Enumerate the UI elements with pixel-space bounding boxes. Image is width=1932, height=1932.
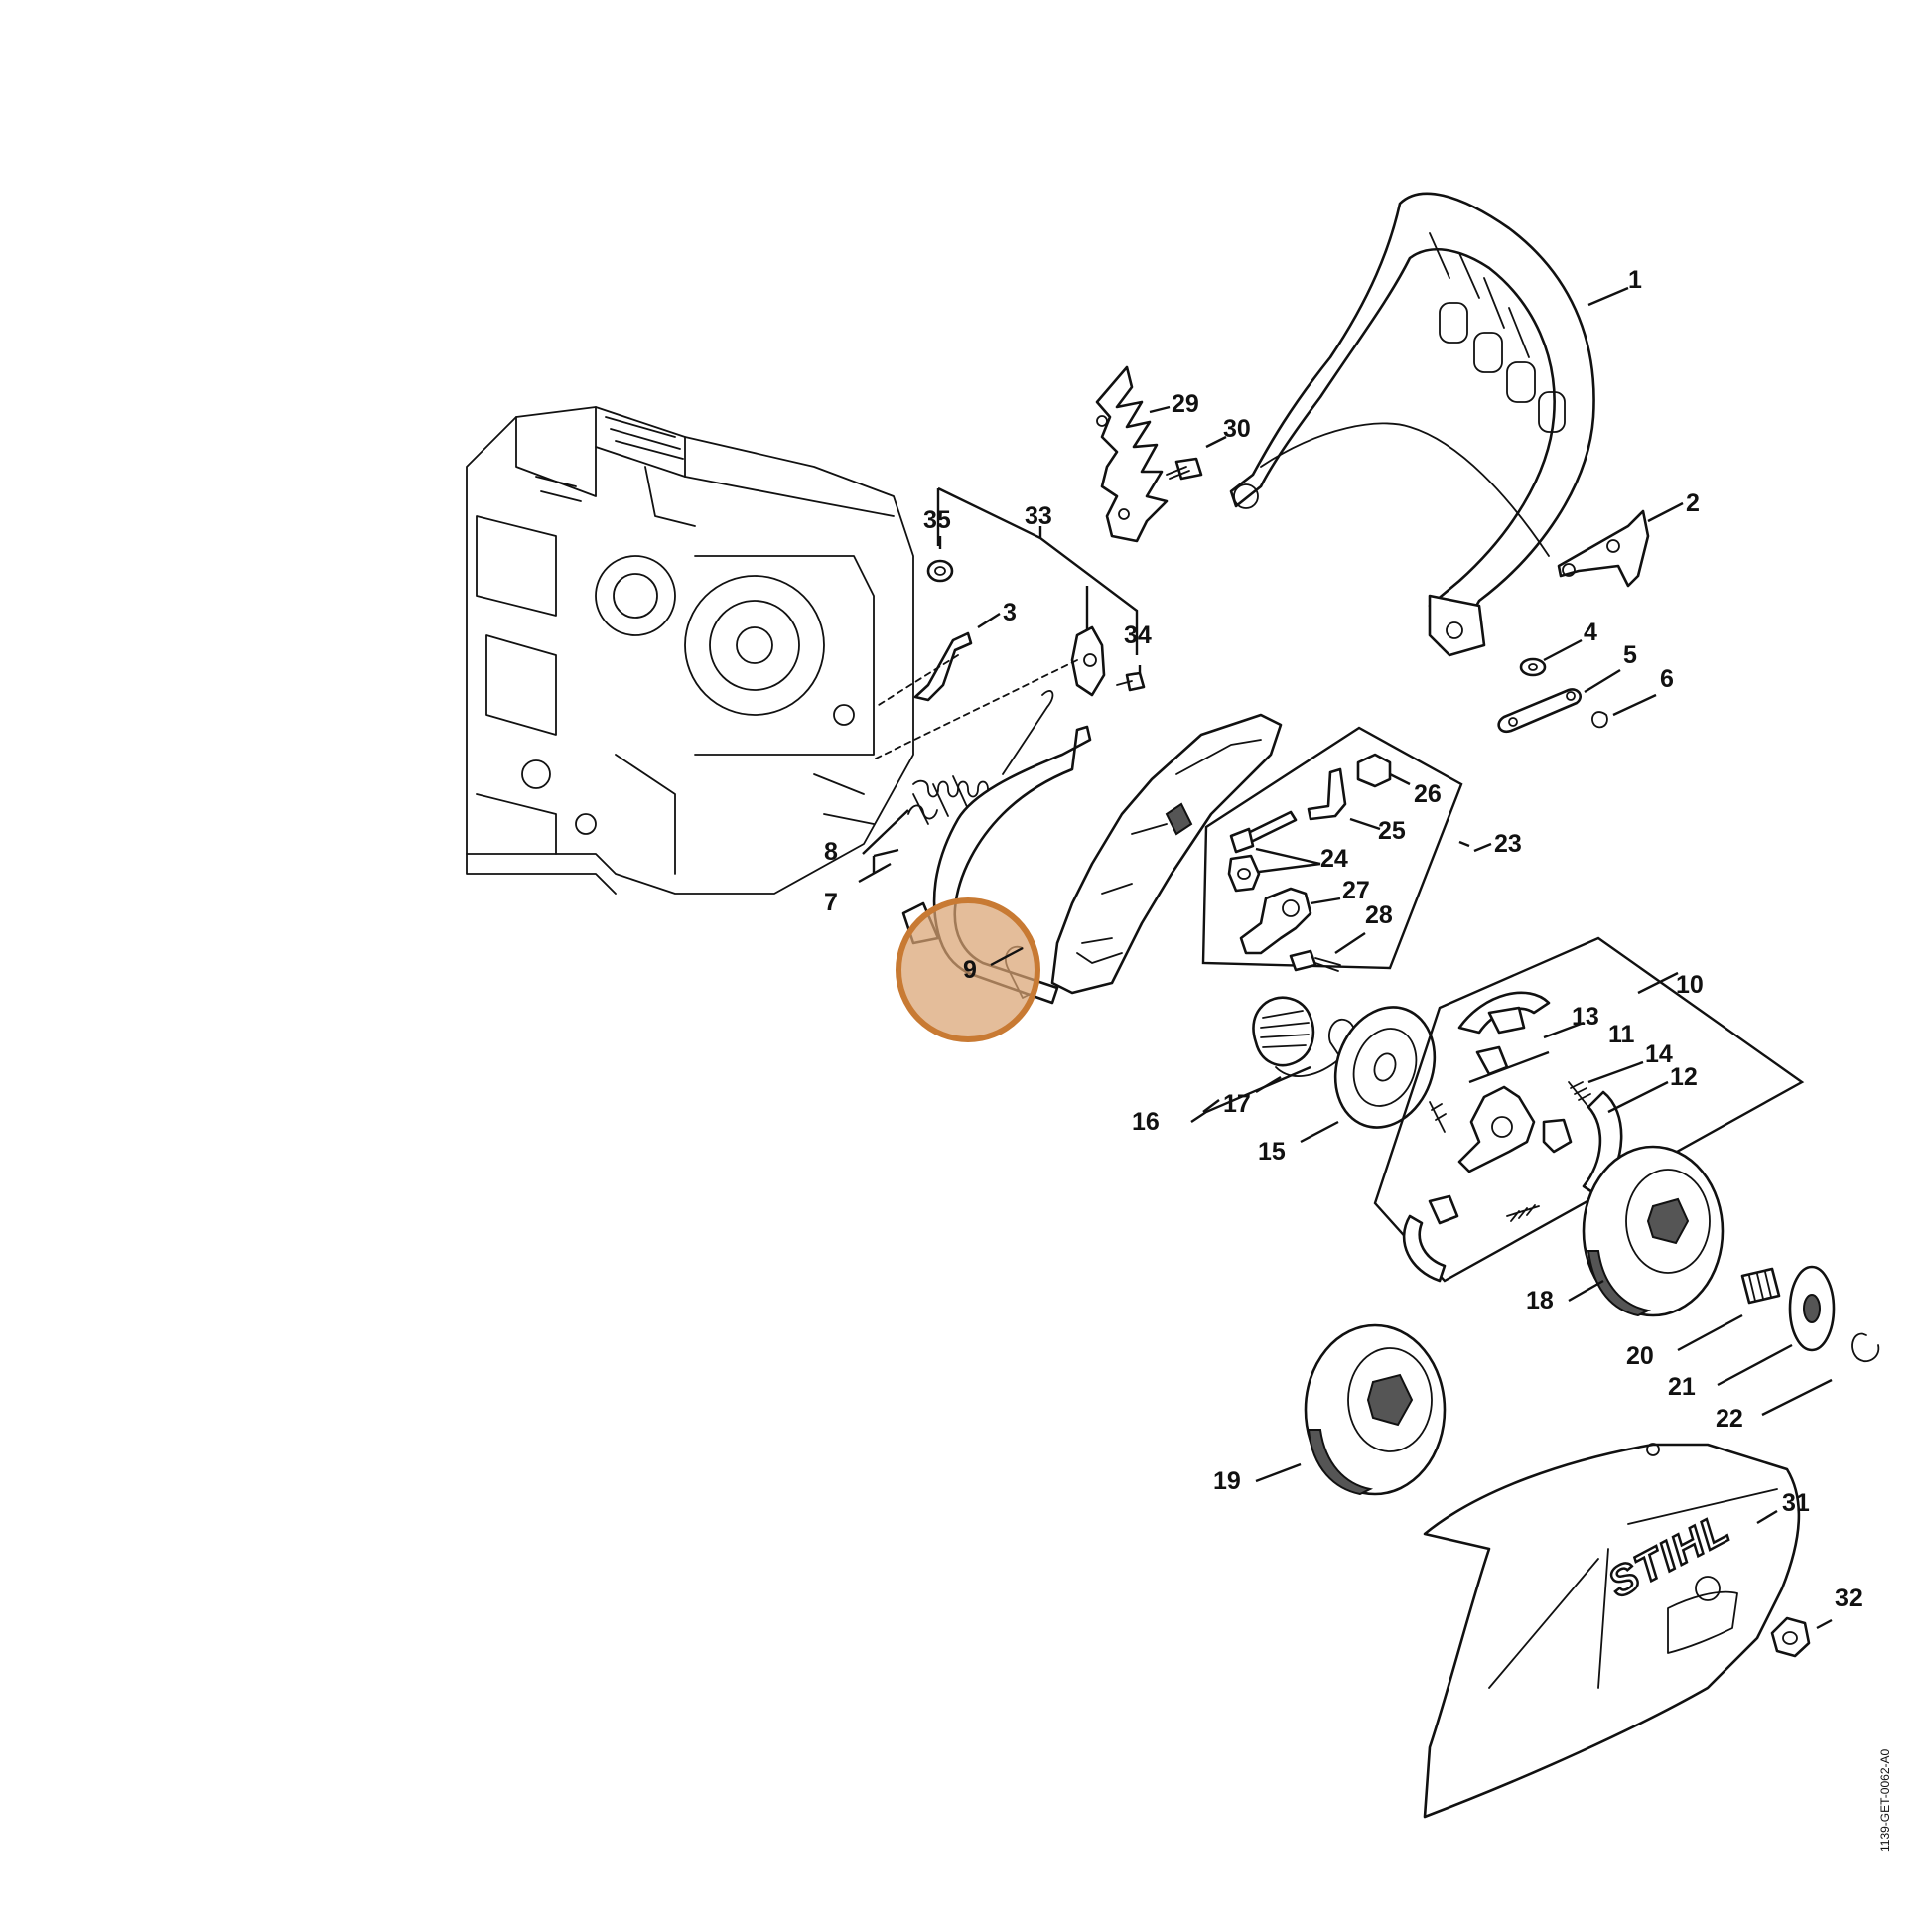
callout-19: 19: [1213, 1467, 1241, 1495]
part-8-spring: [907, 690, 1054, 825]
highlight-part-9-marker: [896, 897, 1040, 1042]
callout-3: 3: [1003, 599, 1017, 626]
callout-21: 21: [1668, 1373, 1696, 1401]
callout-1: 1: [1628, 266, 1642, 294]
part-12b-clutch-shoe: [1402, 1194, 1540, 1283]
callout-7: 7: [824, 889, 838, 916]
callout-labels: 1 2 3 4 5 6 7 8 9 10 11 12 13 14 15 16 1…: [824, 266, 1863, 1612]
callout-16: 16: [1132, 1108, 1160, 1136]
callout-32: 32: [1835, 1585, 1863, 1612]
part-16-worm-gear: [1252, 996, 1315, 1067]
callout-14: 14: [1645, 1040, 1673, 1068]
part-31-sprocket-cover: STIHL: [1423, 1443, 1801, 1819]
callout-33: 33: [1025, 502, 1052, 530]
callout-4: 4: [1584, 619, 1597, 646]
callout-25: 25: [1378, 817, 1406, 845]
callout-35: 35: [923, 506, 951, 534]
callout-27: 27: [1342, 877, 1370, 904]
assembly-bracket-33: [873, 486, 1139, 760]
callout-17: 17: [1223, 1090, 1251, 1118]
document-id: 1139-GET-0062-A0: [1878, 1749, 1892, 1852]
part-11-hub: [1457, 1045, 1536, 1173]
assembly-bracket-23: [1201, 726, 1470, 970]
part-29-bumper-spike: [1095, 365, 1169, 543]
part-6-circlip: [1591, 711, 1608, 729]
part-2-bracket: [1557, 509, 1650, 588]
callout-28: 28: [1365, 901, 1393, 929]
part-22-e-clip: [1851, 1332, 1880, 1363]
part-34-screw: [1116, 671, 1146, 692]
callout-24: 24: [1320, 845, 1348, 873]
callout-8: 8: [824, 838, 838, 866]
part-28-screw: [1289, 949, 1341, 972]
part-25-pin: [1307, 767, 1347, 821]
callout-5: 5: [1623, 641, 1637, 669]
part-15-thrust-plate: [1333, 1006, 1437, 1129]
callout-12: 12: [1670, 1063, 1698, 1091]
part-4-washer: [1519, 657, 1547, 677]
callout-18: 18: [1526, 1287, 1554, 1314]
part-20-needle-bearing: [1740, 1267, 1781, 1305]
part-35-nut: [926, 559, 954, 583]
part-32-nut: [1770, 1616, 1811, 1658]
chain-brake-cover: [1050, 713, 1283, 995]
part-33-brake-lever: [1070, 625, 1106, 697]
part-5-link: [1497, 688, 1582, 734]
part-1-hand-guard: [1229, 192, 1595, 657]
part-18-clutch-drum: [1582, 1145, 1725, 1317]
engine-housing: [466, 406, 914, 895]
part-19-sprocket-drum: [1304, 1323, 1447, 1496]
callout-30: 30: [1223, 415, 1251, 443]
callout-34: 34: [1124, 621, 1152, 649]
part-13-clutch-shoe: [1457, 991, 1551, 1035]
callout-20: 20: [1626, 1342, 1654, 1370]
callout-10: 10: [1676, 971, 1704, 999]
callout-26: 26: [1414, 780, 1442, 808]
part-26-block: [1356, 753, 1392, 788]
part-3-lever: [913, 631, 973, 702]
part-24-nut: [1227, 854, 1261, 893]
leader-lines: [858, 286, 1833, 1630]
callout-9: 9: [963, 956, 977, 984]
callout-11: 11: [1608, 1021, 1635, 1048]
part-30-screw: [1166, 457, 1203, 481]
callout-13: 13: [1572, 1003, 1599, 1031]
part-27-lever: [1239, 887, 1312, 955]
callout-15: 15: [1258, 1138, 1286, 1166]
callout-31: 31: [1782, 1489, 1810, 1517]
part-24-screw: [1229, 810, 1298, 854]
callout-22: 22: [1716, 1405, 1743, 1433]
callout-6: 6: [1660, 665, 1674, 693]
callout-2: 2: [1686, 489, 1700, 517]
part-14-spring: [1429, 1081, 1591, 1133]
part-21-washer: [1788, 1265, 1836, 1352]
callout-23: 23: [1494, 830, 1522, 858]
callout-29: 29: [1172, 390, 1199, 418]
